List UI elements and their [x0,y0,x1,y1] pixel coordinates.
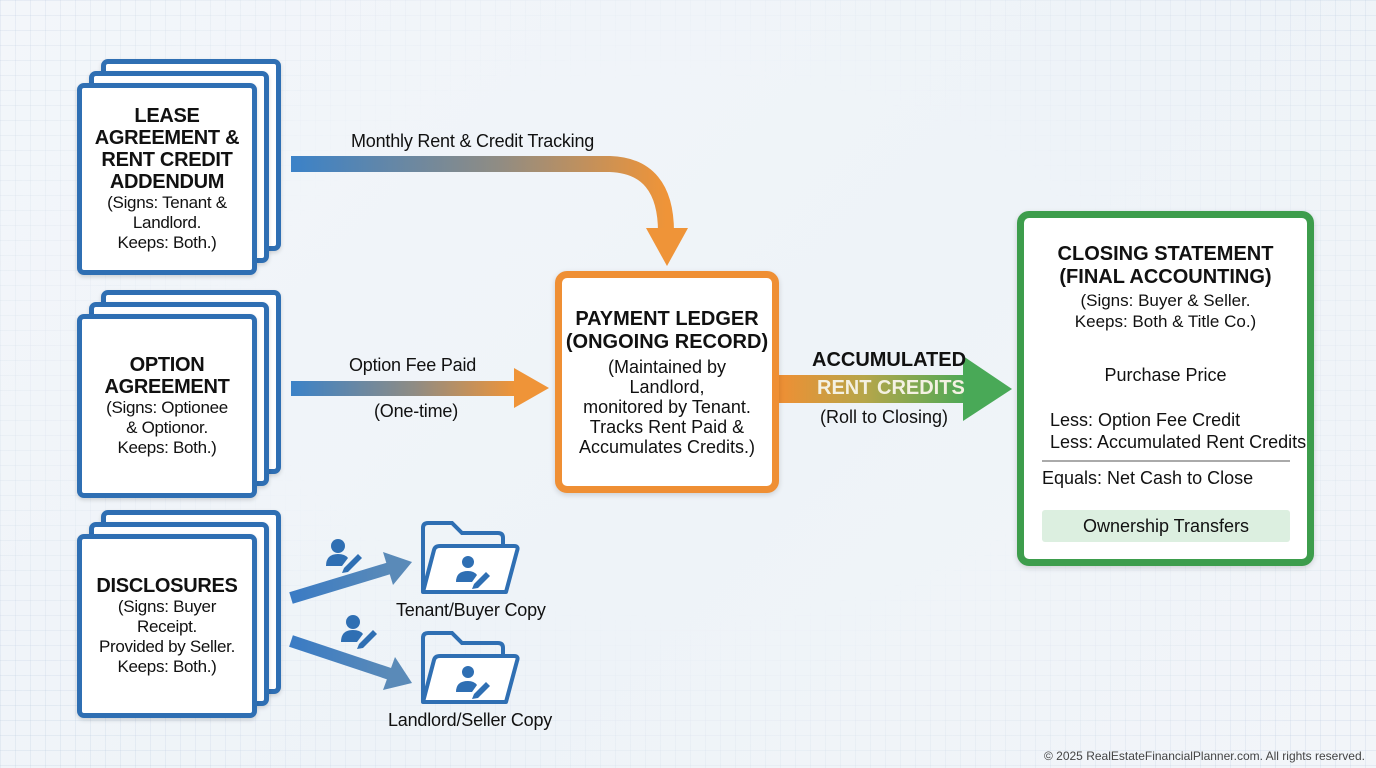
ledger-sub-line: monitored by Tenant. [583,396,751,417]
doc-title-line: AGREEMENT [104,376,230,398]
doc-subtitle-line: Provided by Seller. [98,637,236,656]
option-fee-label: Option Fee Paid [349,355,477,375]
divider [1042,460,1290,462]
doc-subtitle-line: (Signs: Buyer [117,597,217,616]
closing-subtitle: (Signs: Buyer & Seller. Keeps: Both & Ti… [1024,290,1307,332]
copyright-footer: © 2025 RealEstateFinancialPlanner.com. A… [1043,749,1365,763]
closing-sub-line: Keeps: Both & Title Co.) [1074,312,1257,331]
monthly-rent-arrow [291,156,688,266]
monthly-rent-label: Monthly Rent & Credit Tracking [351,131,595,151]
ownership-transfers-badge: Ownership Transfers [1042,510,1290,542]
doc-title-line: ADDENDUM [109,171,225,193]
doc-sheet-front: DISCLOSURES (Signs: Buyer Receipt. Provi… [77,534,257,718]
closing-statement-box: CLOSING STATEMENT (FINAL ACCOUNTING) (Si… [1017,211,1314,566]
landlord-copy-arrow [289,635,412,690]
tenant-copy-label: Tenant/Buyer Copy [396,600,546,620]
folder-user-icon [421,521,520,594]
roll-to-closing-note: (Roll to Closing) [820,407,949,427]
closing-title: CLOSING STATEMENT (FINAL ACCOUNTING) [1024,243,1307,289]
net-cash-line: Equals: Net Cash to Close [1042,468,1254,488]
ledger-title-line: (ONGOING RECORD) [565,330,769,353]
ledger-sub-line: (Maintained by [607,356,727,377]
folder-user-icon [421,631,520,704]
user-edit-icon [341,615,377,649]
doc-subtitle-line: Keeps: Both.) [117,438,217,457]
lease-agreement-doc: LEASE AGREEMENT & RENT CREDIT ADDENDUM (… [77,59,287,275]
closing-title-line: CLOSING STATEMENT [1057,243,1274,265]
accumulated-label: ACCUMULATED [812,349,967,371]
doc-title-line: OPTION [129,354,205,376]
doc-subtitle-line: Receipt. [137,617,197,636]
doc-sheet-front: LEASE AGREEMENT & RENT CREDIT ADDENDUM (… [77,83,257,275]
doc-subtitle-line: (Signs: Optionee [106,398,228,417]
user-edit-icon [326,539,362,573]
landlord-copy-label: Landlord/Seller Copy [388,710,553,730]
doc-subtitle-line: & Optionor. [126,418,208,437]
accumulated-credits-arrow [779,356,1012,421]
doc-title-line: AGREEMENT & [94,127,240,149]
doc-title-line: DISCLOSURES [96,575,238,597]
disclosures-doc: DISCLOSURES (Signs: Buyer Receipt. Provi… [77,510,287,725]
closing-title-line: (FINAL ACCOUNTING) [1059,266,1272,288]
purchase-price-line: Purchase Price [1104,365,1227,385]
closing-sub-line: (Signs: Buyer & Seller. [1080,291,1251,310]
ledger-sub-line: Landlord, [629,376,705,397]
option-fee-note: (One-time) [374,401,459,421]
option-agreement-doc: OPTION AGREEMENT (Signs: Optionee & Opti… [77,290,287,505]
ledger-sub-line: Tracks Rent Paid & [589,416,745,437]
option-fee-arrow [291,368,549,408]
doc-sheet-front: OPTION AGREEMENT (Signs: Optionee & Opti… [77,314,257,498]
less-rent-credits-line: Less: Accumulated Rent Credits [1050,432,1307,452]
doc-subtitle-line: Landlord. [132,213,202,232]
tenant-copy-arrow [289,552,412,604]
doc-title-line: LEASE [134,105,200,127]
doc-title-line: RENT CREDIT [101,149,233,171]
doc-subtitle-line: Keeps: Both.) [117,657,217,676]
ledger-sub-line: Accumulates Credits.) [578,436,756,457]
rent-credits-label: RENT CREDITS [817,377,965,399]
doc-subtitle-line: (Signs: Tenant & [107,193,227,212]
ledger-title-line: PAYMENT LEDGER [575,307,759,330]
doc-subtitle-line: Keeps: Both.) [117,233,217,252]
less-option-fee-line: Less: Option Fee Credit [1050,410,1241,430]
payment-ledger-box: PAYMENT LEDGER (ONGOING RECORD) (Maintai… [555,271,779,493]
